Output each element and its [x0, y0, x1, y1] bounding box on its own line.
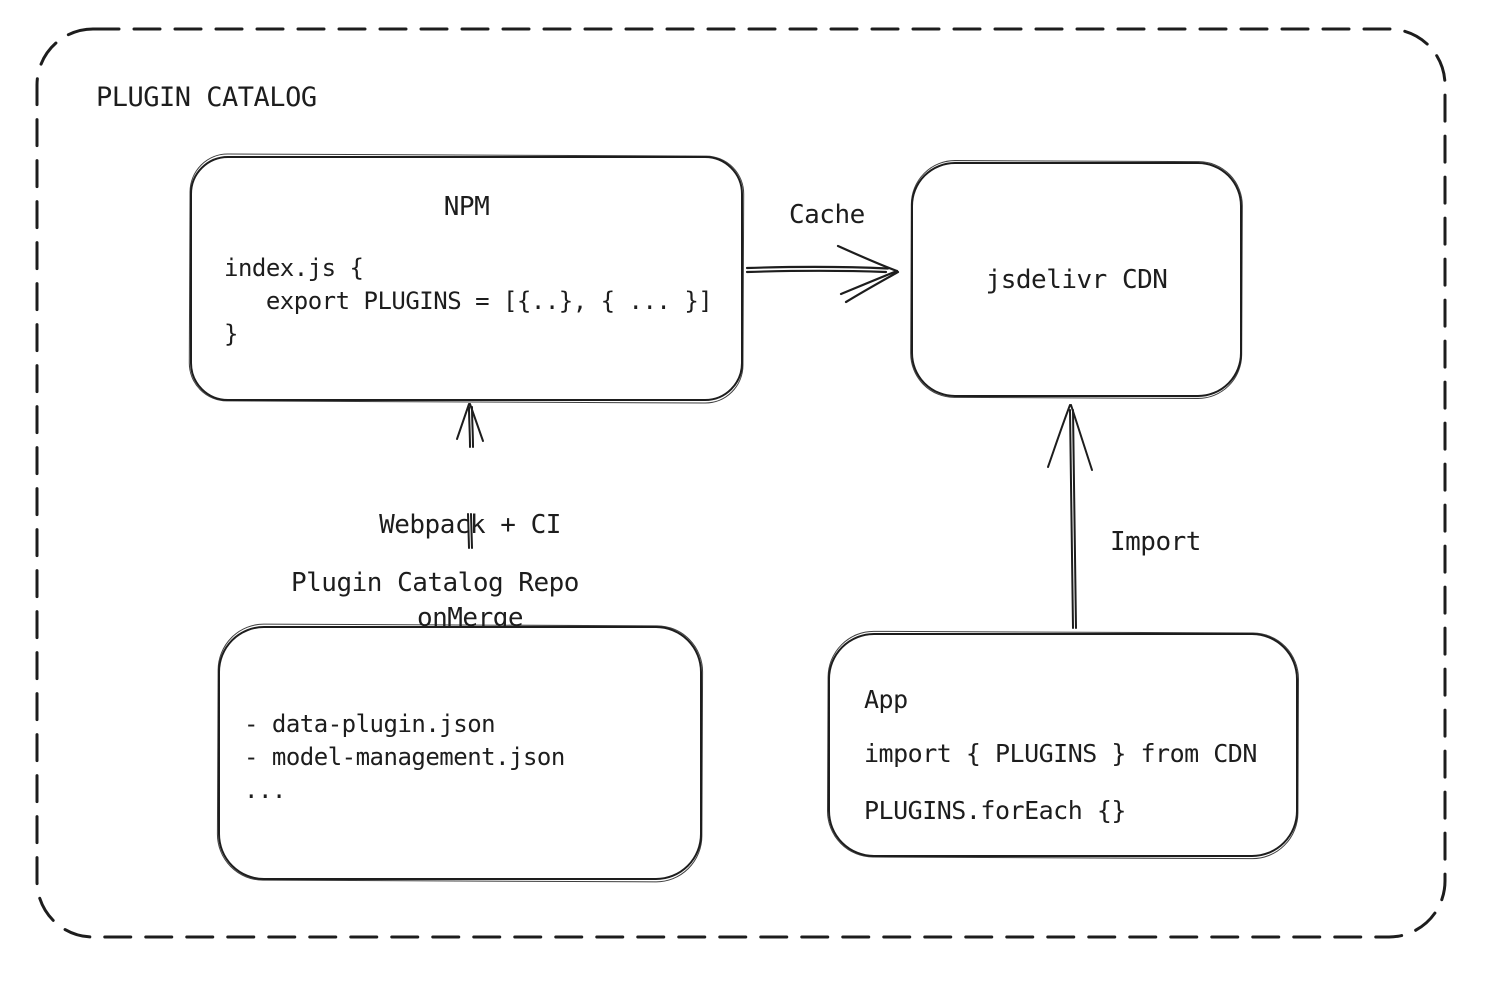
cache-edge-label: Cache	[789, 200, 865, 230]
npm-code-line: }	[224, 320, 238, 348]
repo-file-list: - data-plugin.json - model-management.js…	[244, 708, 565, 807]
npm-code-block: index.js { export PLUGINS = [{..}, { ...…	[224, 252, 713, 351]
cdn-node: jsdelivr CDN	[911, 162, 1242, 397]
import-arrow	[1047, 404, 1093, 629]
diagram-title: PLUGIN CATALOG	[96, 82, 317, 113]
npm-node-title: NPM	[443, 192, 490, 222]
cache-arrow	[745, 244, 900, 304]
repo-node-title: Plugin Catalog Repo	[291, 568, 579, 598]
repo-file-item: - data-plugin.json	[244, 710, 496, 738]
repo-file-item: - model-management.json	[244, 743, 565, 771]
npm-node: NPM index.js { export PLUGINS = [{..}, {…	[190, 156, 743, 401]
cdn-node-label: jsdelivr CDN	[985, 264, 1168, 295]
repo-node: - data-plugin.json - model-management.js…	[218, 626, 702, 880]
import-edge-label: Import	[1110, 527, 1201, 557]
npm-code-line: index.js {	[224, 254, 364, 282]
build-edge-label-line1: Webpack + CI	[379, 510, 561, 540]
app-node: App import { PLUGINS } from CDN PLUGINS.…	[828, 633, 1298, 857]
app-code-line: PLUGINS.forEach {}	[864, 796, 1126, 825]
repo-file-item: ...	[244, 776, 286, 804]
npm-code-line: export PLUGINS = [{..}, { ... }]	[224, 287, 713, 315]
app-node-title: App	[864, 685, 908, 714]
app-code-line: import { PLUGINS } from CDN	[864, 739, 1257, 768]
